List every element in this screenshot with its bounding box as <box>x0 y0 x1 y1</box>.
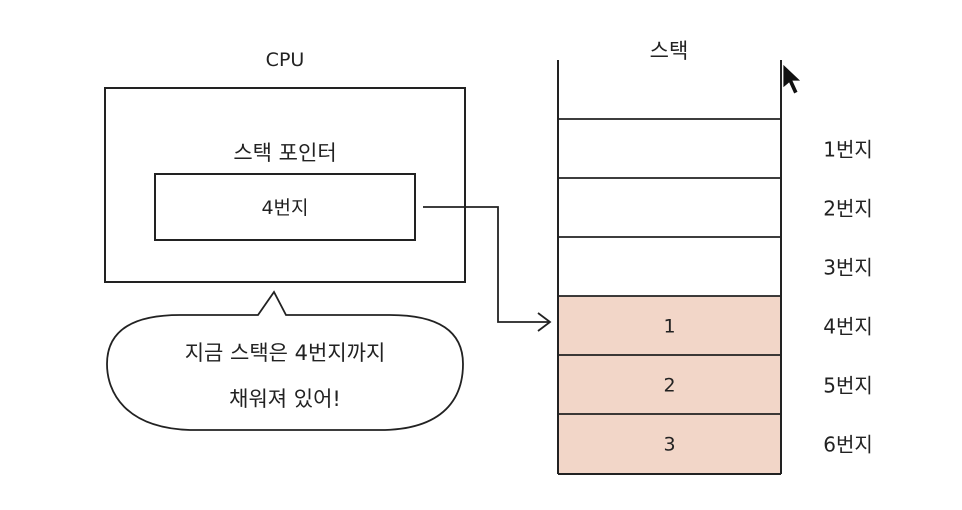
stack-cell-fill <box>558 296 781 355</box>
speech-bubble: 지금 스택은 4번지까지 채워져 있어! <box>106 290 464 431</box>
bubble-line-2: 채워져 있어! <box>229 387 341 411</box>
stack-cell-value: 1 <box>663 316 675 338</box>
stack-pointer-value: 4번지 <box>261 197 308 219</box>
stack-address-label: 3번지 <box>823 256 873 280</box>
stack-address-label: 1번지 <box>823 138 873 162</box>
cpu-block: CPU 스택 포인터 4번지 <box>104 49 466 283</box>
stack-cells: 1번지 2번지 3번지 1 4번지 2 5번지 3 6번지 <box>558 118 873 473</box>
cpu-box <box>104 87 466 283</box>
stack-address-label: 5번지 <box>823 374 873 398</box>
stack-title: 스택 <box>650 39 689 63</box>
stack-block: 스택 1번지 2번지 3번지 1 4번지 2 5번지 3 6번지 <box>557 39 873 475</box>
bubble-line-1: 지금 스택은 4번지까지 <box>185 341 386 365</box>
stack-cell-fill <box>558 414 781 473</box>
stack-cell-value: 2 <box>663 375 675 397</box>
stack-pointer-label: 스택 포인터 <box>233 141 336 165</box>
stack-address-label: 6번지 <box>823 433 873 457</box>
stack-pointer-register <box>154 173 416 241</box>
stack-cell-fill <box>558 355 781 414</box>
stack-address-label: 4번지 <box>823 315 873 339</box>
mouse-cursor-icon <box>782 63 803 95</box>
cpu-title: CPU <box>266 49 305 71</box>
stack-cell-value: 3 <box>663 434 675 456</box>
stack-address-label: 2번지 <box>823 197 873 221</box>
pointer-arrow <box>423 206 552 332</box>
